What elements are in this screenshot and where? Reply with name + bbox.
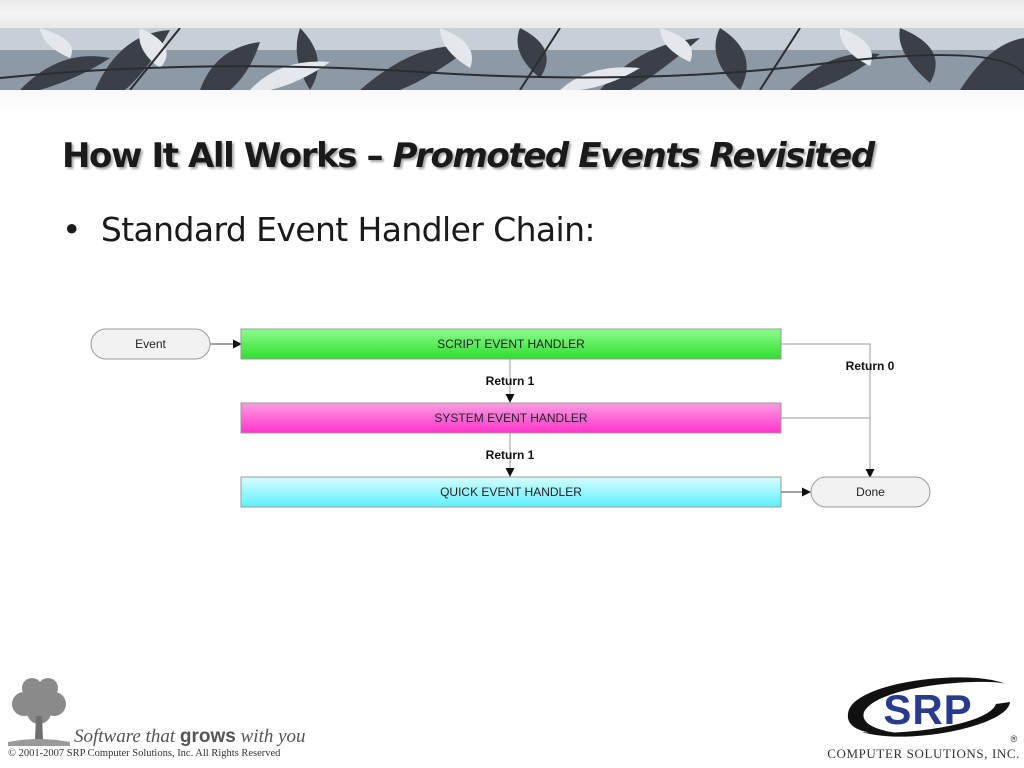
copyright-text: © 2001-2007 SRP Computer Solutions, Inc.… <box>8 748 281 759</box>
bullet-symbol: • <box>62 210 81 249</box>
logo-swoosh <box>847 677 1006 735</box>
event-label: Event <box>135 337 166 351</box>
logo-swoosh-lower <box>862 702 1010 737</box>
event-node-shape <box>90 328 211 360</box>
system-event-handler-label: SYSTEM EVENT HANDLER <box>434 411 587 425</box>
edge-script-to-system <box>505 359 515 403</box>
srp-logo: SRP ® COMPUTER SOLUTIONS, INC. <box>827 672 1022 766</box>
registered-mark: ® <box>1011 734 1018 744</box>
tree-icon <box>8 678 70 746</box>
edge-event-to-script <box>210 339 242 349</box>
return-1-label-first: Return 1 <box>486 374 535 388</box>
srp-logo-mark: SRP ® <box>847 677 1018 744</box>
quick-event-handler-label: QUICK EVENT HANDLER <box>440 485 582 499</box>
leaves-photo <box>0 28 1024 90</box>
event-node: Event <box>90 328 211 360</box>
footer-branding: Software that grows with you © 2001-2007… <box>8 676 308 766</box>
edge-quick-to-done <box>781 487 811 497</box>
done-node: Done <box>810 476 931 508</box>
tagline-pre: Software that <box>74 726 180 747</box>
bullet-text: Standard Event Handler Chain: <box>100 210 596 249</box>
tagline-post: with you <box>235 726 306 747</box>
script-event-handler-label: SCRIPT EVENT HANDLER <box>437 337 585 351</box>
slide-title: How It All Works – Promoted Events Revis… <box>62 136 876 176</box>
script-event-handler-node: SCRIPT EVENT HANDLER <box>240 328 782 360</box>
title-main: How It All Works – <box>62 136 393 176</box>
tagline: Software that grows with you <box>74 726 306 748</box>
tagline-bold: grows <box>179 726 236 747</box>
done-label: Done <box>856 485 885 499</box>
return-1-label-second: Return 1 <box>486 448 535 462</box>
company-name: COMPUTER SOLUTIONS, INC. <box>827 746 1020 761</box>
edge-handlers-to-done <box>781 343 875 478</box>
bullet-item: • Standard Event Handler Chain: <box>62 210 596 249</box>
header-banner <box>0 0 1024 120</box>
title-italic: Promoted Events Revisited <box>392 136 876 176</box>
edge-system-to-quick <box>505 433 515 477</box>
return-0-label: Return 0 <box>846 359 895 373</box>
logo-text: SRP <box>883 686 972 733</box>
quick-event-handler-node: QUICK EVENT HANDLER <box>240 476 782 508</box>
system-event-handler-node: SYSTEM EVENT HANDLER <box>240 402 782 434</box>
done-node-shape <box>810 476 931 508</box>
